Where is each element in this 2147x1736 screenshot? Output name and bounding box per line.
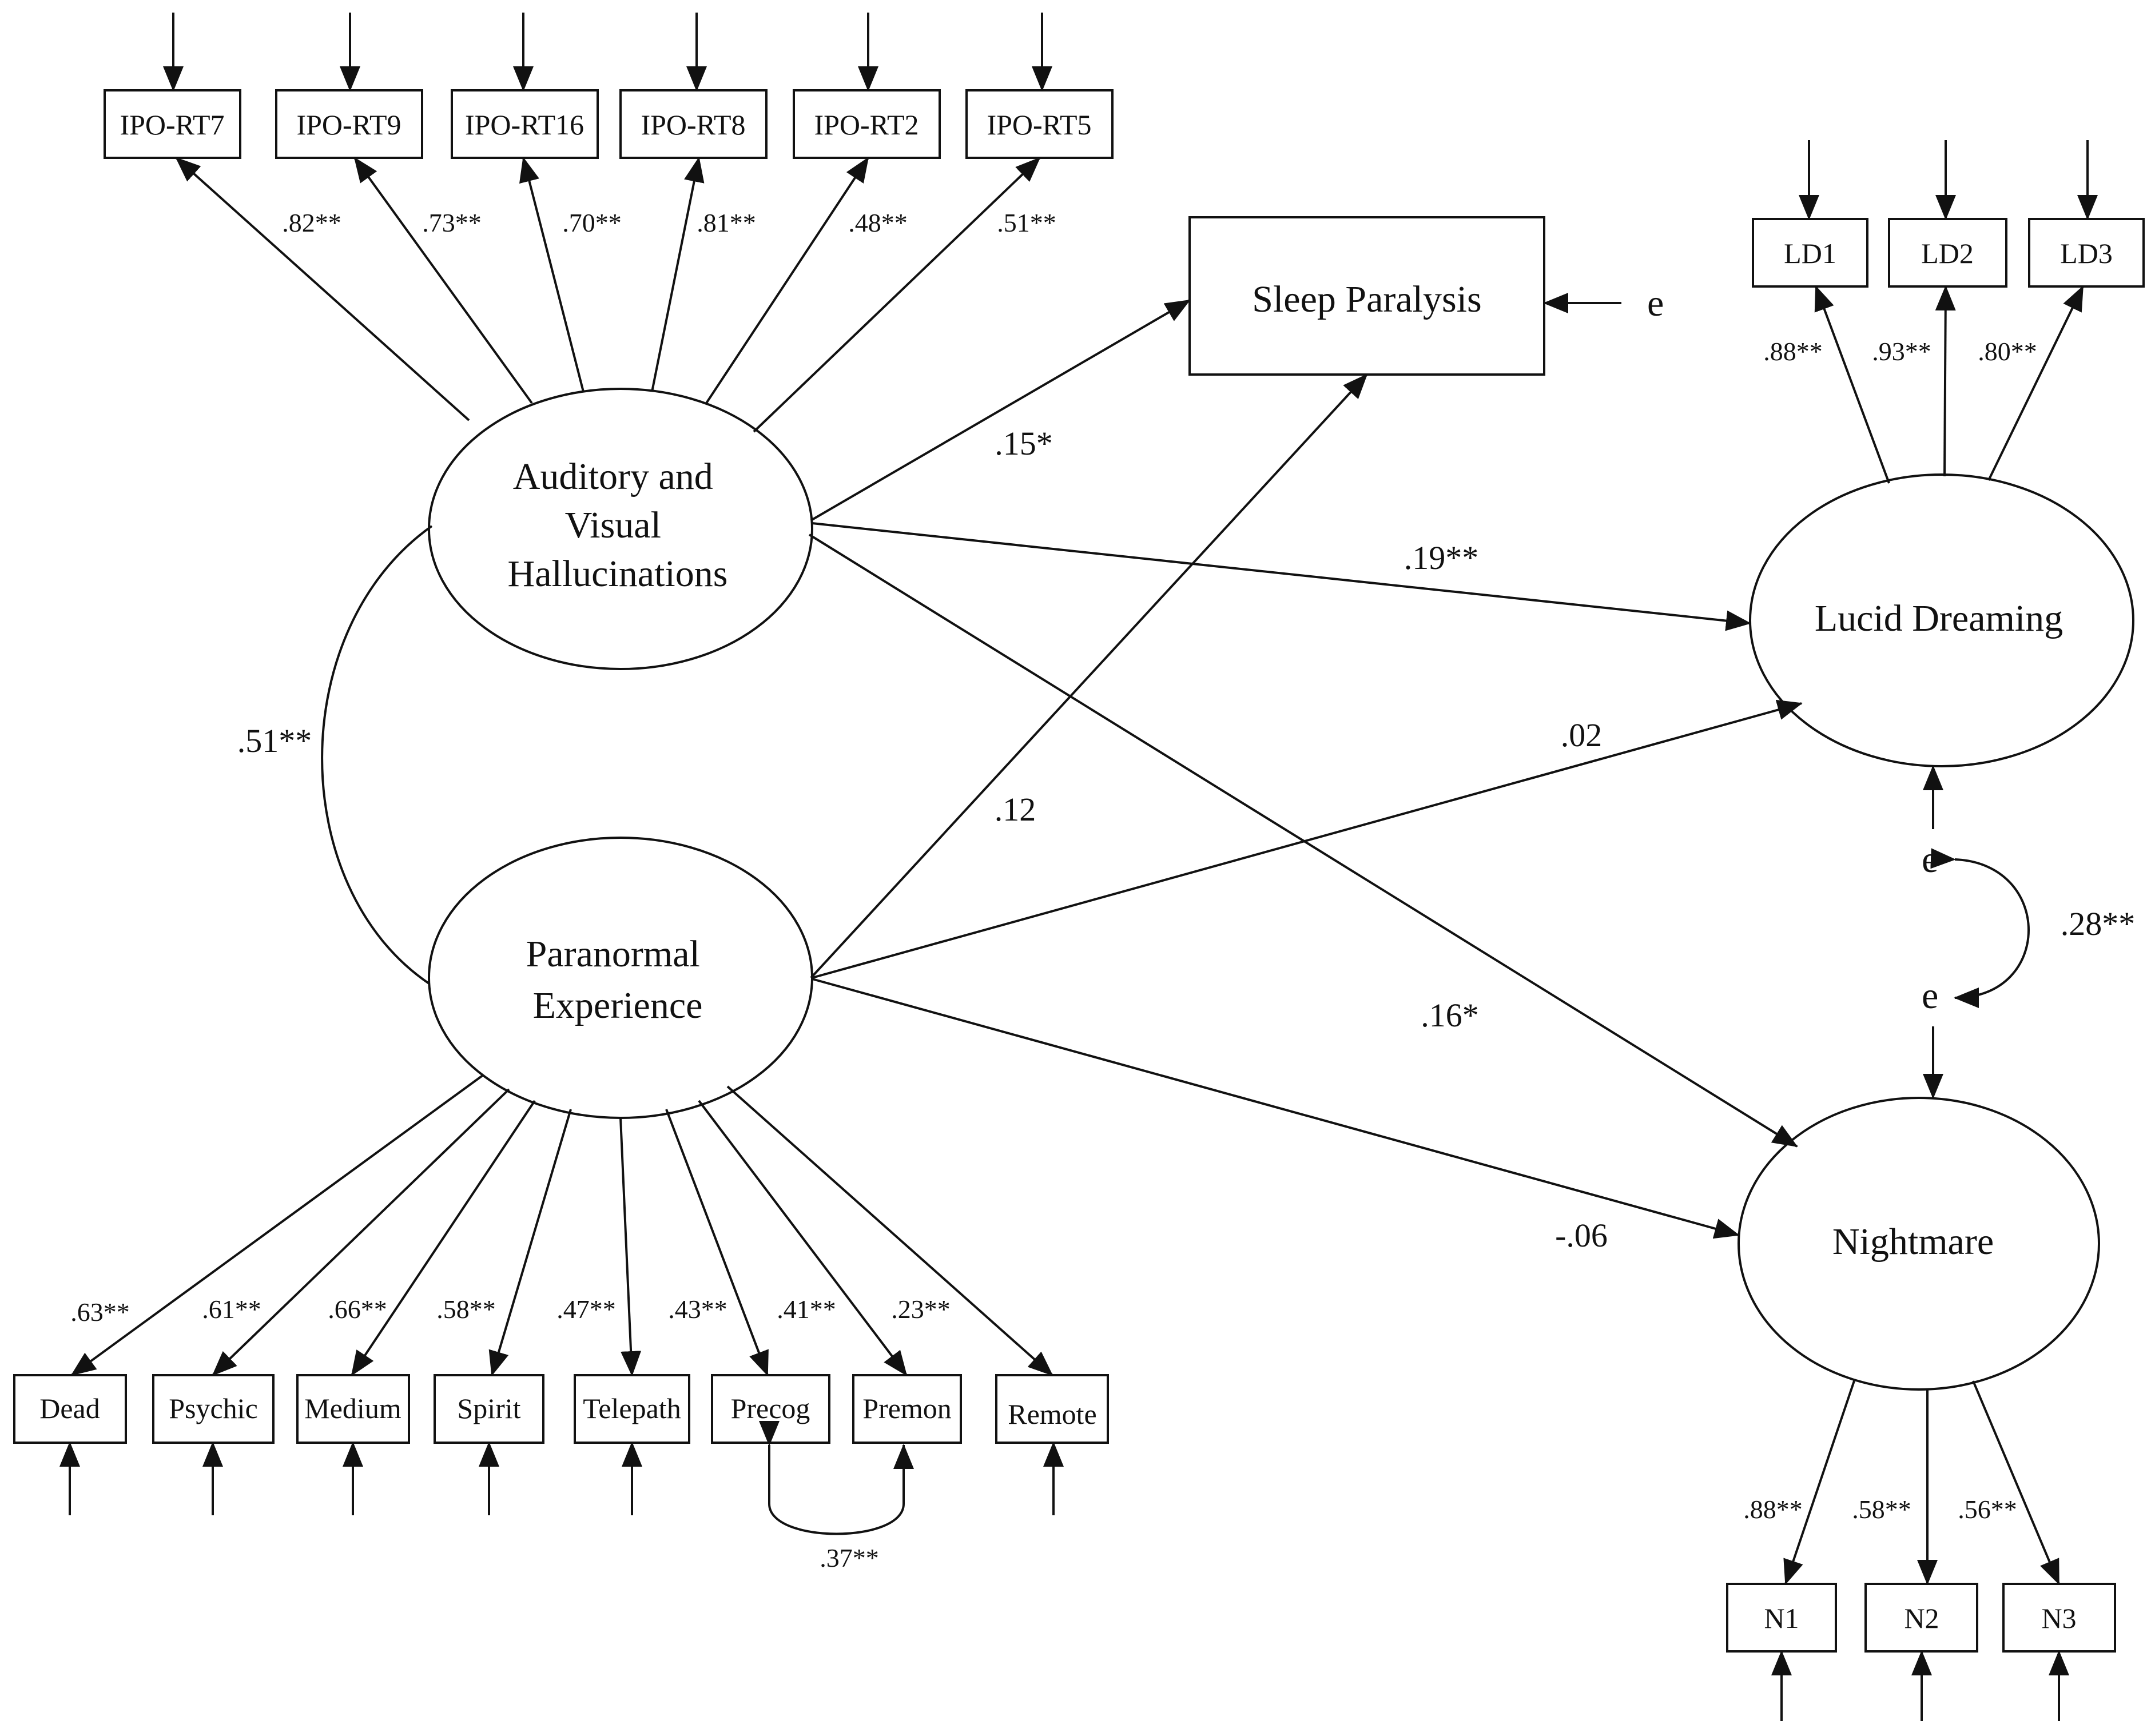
loading-value: .93** bbox=[1872, 337, 1931, 366]
loading-arrow bbox=[70, 1074, 484, 1376]
sleep-paralysis-label: Sleep Paralysis bbox=[1252, 278, 1481, 320]
loading-arrow bbox=[1972, 1380, 2060, 1585]
avh-item-label: IPO-RT16 bbox=[465, 109, 584, 141]
loading-arrow bbox=[351, 1100, 536, 1376]
loading-arrow bbox=[488, 1109, 572, 1376]
avh-item-label: IPO-RT7 bbox=[120, 109, 224, 141]
path-coef-avh-nm: .16* bbox=[1421, 997, 1479, 1034]
loading-value: .80** bbox=[1978, 337, 2037, 366]
loading-arrow bbox=[353, 157, 533, 404]
factor-ld-label: Lucid Dreaming bbox=[1815, 598, 2063, 639]
nm-item-label: N1 bbox=[1764, 1602, 1799, 1634]
pe-item-label: Dead bbox=[39, 1392, 100, 1424]
loading-value: .88** bbox=[1763, 337, 1823, 366]
loading-value: .63** bbox=[70, 1297, 130, 1327]
loading-value: .58** bbox=[436, 1295, 496, 1324]
covariance-ld-nm-value: .28** bbox=[2061, 905, 2136, 942]
avh-item-label: IPO-RT8 bbox=[641, 109, 745, 141]
loading-arrow bbox=[212, 1088, 510, 1376]
loading-value: .66** bbox=[328, 1295, 387, 1324]
nm-item-label: N3 bbox=[2041, 1602, 2076, 1634]
loading-arrow bbox=[175, 157, 470, 421]
ld-item-label: LD3 bbox=[2060, 237, 2113, 269]
factor-nm-ellipse bbox=[1738, 1097, 2100, 1391]
loading-value: .56** bbox=[1958, 1495, 2017, 1524]
loading-arrow bbox=[753, 157, 1041, 433]
loading-value: .61** bbox=[202, 1295, 261, 1324]
loading-value: .81** bbox=[697, 208, 756, 237]
pe-item-label: Premon bbox=[862, 1392, 952, 1424]
loading-arrow bbox=[619, 1117, 642, 1376]
loading-value: .51** bbox=[997, 208, 1056, 237]
path-coef-avh-ld: .19** bbox=[1404, 539, 1479, 576]
path-coef-avh-sp: .15* bbox=[995, 425, 1053, 462]
factor-pe-label: Paranormal Experience bbox=[526, 933, 710, 1026]
pe-item-label: Telepath bbox=[583, 1392, 681, 1424]
path-coef-pe-ld: .02 bbox=[1561, 716, 1603, 754]
loading-arrow bbox=[698, 1100, 908, 1376]
loading-value: .23** bbox=[891, 1295, 951, 1324]
error-label-ld: e bbox=[1922, 839, 1938, 881]
loading-arrow bbox=[519, 157, 585, 392]
loading-value: .70** bbox=[562, 208, 622, 237]
loading-arrow bbox=[1987, 285, 2084, 481]
pe-item-label: Spirit bbox=[457, 1392, 520, 1424]
loading-arrow bbox=[1814, 285, 1890, 484]
loading-value: .43** bbox=[668, 1295, 727, 1324]
factor-pe-ellipse bbox=[428, 837, 813, 1119]
ld-item-label: LD1 bbox=[1784, 237, 1836, 269]
loading-value: .48** bbox=[848, 208, 908, 237]
covariance-ld-nm-errors bbox=[1930, 848, 2030, 1008]
loading-value: .82** bbox=[282, 208, 341, 237]
loading-arrow bbox=[1783, 1380, 1855, 1585]
avh-item-label: IPO-RT2 bbox=[814, 109, 919, 141]
path-coef-pe-sp: .12 bbox=[995, 791, 1036, 828]
error-label-sp: e bbox=[1647, 282, 1664, 324]
pe-item-label: Medium bbox=[304, 1392, 401, 1424]
pe-item-label: Psychic bbox=[169, 1392, 258, 1424]
loading-arrow bbox=[665, 1109, 769, 1376]
covariance-precog-premon bbox=[759, 1421, 914, 1535]
loading-arrow bbox=[651, 157, 705, 392]
loading-value: .88** bbox=[1743, 1495, 1803, 1524]
error-label-nm: e bbox=[1922, 975, 1938, 1017]
loading-value: .58** bbox=[1852, 1495, 1911, 1524]
path-avh-sp bbox=[810, 299, 1191, 521]
loading-arrow bbox=[1935, 285, 1956, 477]
loading-arrow bbox=[705, 157, 869, 404]
covariance-avh-pe-value: .51** bbox=[237, 722, 312, 759]
loading-value: .47** bbox=[556, 1295, 616, 1324]
covariance-avh-pe bbox=[321, 525, 433, 985]
loading-arrow bbox=[726, 1085, 1053, 1376]
path-avh-ld bbox=[812, 522, 1751, 631]
nm-item-label: N2 bbox=[1904, 1602, 1939, 1634]
covariance-precog-premon-value: .37** bbox=[820, 1543, 879, 1572]
avh-item-label: IPO-RT9 bbox=[296, 109, 401, 141]
pe-item-label: Precog bbox=[731, 1392, 810, 1424]
path-coef-pe-nm: -.06 bbox=[1555, 1217, 1608, 1254]
path-pe-sp bbox=[810, 373, 1368, 979]
pe-item-label: Remote bbox=[1008, 1398, 1097, 1430]
loading-value: .41** bbox=[777, 1295, 836, 1324]
loading-value: .73** bbox=[422, 208, 482, 237]
ld-item-label: LD2 bbox=[1921, 237, 1974, 269]
path-pe-ld bbox=[812, 699, 1803, 979]
factor-nm-label: Nightmare bbox=[1832, 1221, 1994, 1263]
path-pe-nm bbox=[812, 978, 1740, 1239]
factor-avh-label: Auditory and Visual Hallucinations bbox=[508, 456, 728, 595]
avh-item-label: IPO-RT5 bbox=[987, 109, 1091, 141]
